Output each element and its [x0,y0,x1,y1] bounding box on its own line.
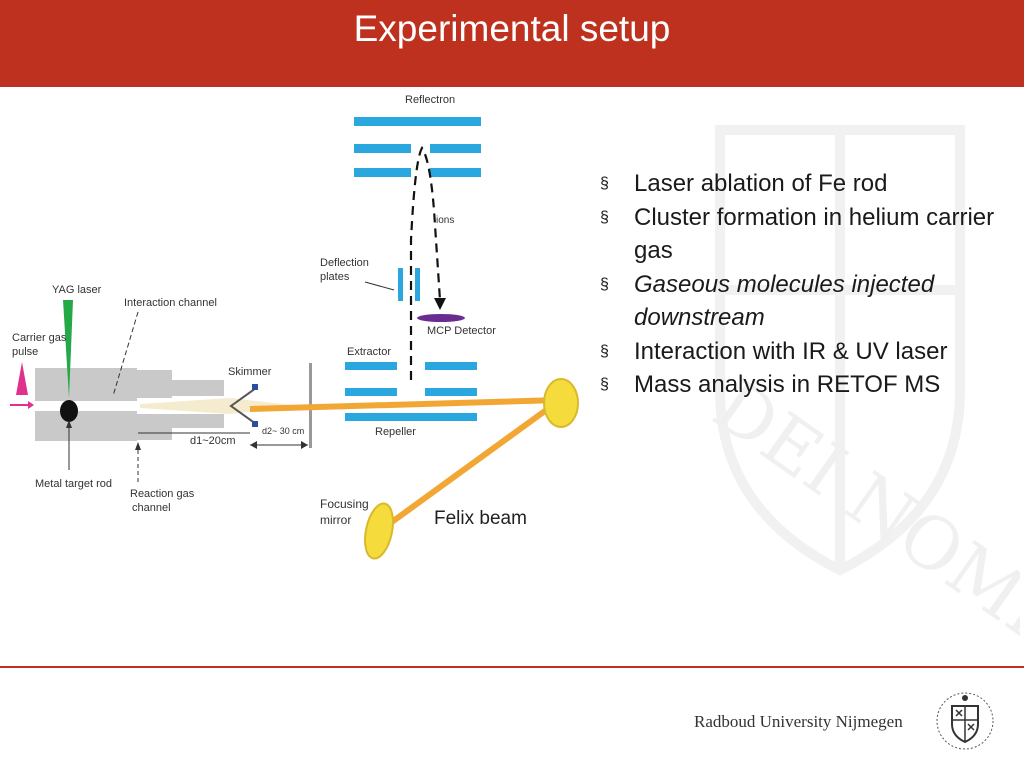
extractor-repeller-plates [345,362,477,421]
skimmer-label: Skimmer [228,366,272,378]
deflection-label-2: plates [320,271,350,283]
bullet-text: Laser ablation of Fe rod [634,170,888,197]
bullet-item: § Cluster formation in helium carrier gas [600,201,1020,268]
yag-laser-beam [63,300,73,398]
reaction-gas-arrow-icon [135,442,141,450]
focusing-mirror-label-2: mirror [320,513,351,527]
felix-beam-label: Felix beam [434,508,527,529]
carrier-gas-pulse [16,362,28,395]
focusing-mirror-label-1: Focusing [320,497,369,511]
d2-label: d2~ 30 cm [262,426,304,436]
metal-target-rod-label: Metal target rod [35,478,112,490]
bullet-text: Cluster formation in helium carrier gas [634,203,995,265]
flat-mirror [543,378,579,428]
bullet-marker: § [600,175,609,192]
d2-arrow-left-icon [250,441,257,449]
setup-diagram: Reflectron ions Deflection plates MCP De… [10,94,579,560]
d1-label: d1~20cm [190,435,236,447]
university-name: Radboud University Nijmegen [694,712,903,731]
bullet-list: § Laser ablation of Fe rod § Cluster forma… [600,167,1020,402]
carrier-gas-label-1: Carrier gas [12,332,67,344]
bullet-marker: § [600,376,609,393]
bullet-item: § Gaseous molecules injected downstream [600,268,1020,335]
bullet-marker: § [600,342,609,360]
ion-arrow-icon [434,298,446,310]
deflection-pointer [364,281,395,291]
mcp-detector-label: MCP Detector [427,325,496,337]
bullet-text: Mass analysis in RETOF MS [634,371,941,398]
extractor-label: Extractor [347,346,391,358]
deflection-label-1: Deflection [320,257,369,269]
bullet-text: Gaseous molecules injected downstream [634,270,935,332]
bullet-marker: § [600,208,609,226]
ion-trajectory [409,145,442,380]
university-logo-icon [936,692,994,750]
d2-arrow-right-icon [301,441,308,449]
metal-target-rod [60,400,78,422]
reflectron-label: Reflectron [405,94,455,106]
bullet-item: § Interaction with IR & UV laser [600,335,1020,369]
target-rod-arrow-icon [66,420,72,428]
interaction-channel-label: Interaction channel [124,297,217,309]
watermark-seal: DEI NOMINE FE [699,125,1020,650]
carrier-pulse-arrow-icon [28,401,34,409]
ions-label: ions [436,215,454,226]
deflection-plates [398,268,420,301]
bullet-item: § Mass analysis in RETOF MS [600,368,1020,402]
title-bar [0,0,1024,87]
mcp-detector [417,314,465,322]
bullet-text: Interaction with IR & UV laser [634,337,948,365]
source-block [35,368,225,441]
repeller-label: Repeller [375,426,416,438]
bullet-marker: § [600,275,609,293]
skimmer [229,387,257,425]
reaction-gas-label-2: channel [132,502,171,514]
bullet-item: § Laser ablation of Fe rod [600,167,1020,201]
yag-laser-label: YAG laser [52,284,102,296]
slide-title: Experimental setup [353,8,671,49]
carrier-gas-label-2: pulse [12,346,38,358]
skimmer-tip-bottom [252,421,258,427]
reaction-gas-label-1: Reaction gas [130,488,195,500]
focusing-mirror [364,502,394,560]
skimmer-tip-top [252,384,258,390]
footer-divider [0,666,1024,668]
watermark-text: DEI NOMINE FE [699,363,1020,650]
interaction-channel-pointer [112,311,139,397]
reflectron-plates [354,117,481,177]
